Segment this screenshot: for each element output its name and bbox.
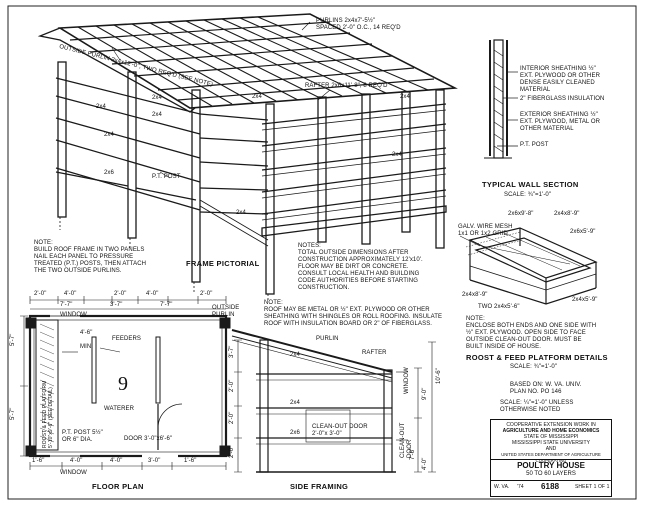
side-dim-right-1: 9'-0" xyxy=(422,387,428,400)
pictorial-2x4-label-6: 2x4 xyxy=(104,132,114,138)
wall-section-title: TYPICAL WALL SECTION xyxy=(482,180,579,189)
waterer-label: WATERER xyxy=(104,406,135,412)
floor-post-label: P.T. POST 5½" OR 6" DIA. xyxy=(62,430,103,443)
roost-note: NOTE: ENCLOSE BOTH ENDS AND ONE SIDE WIT… xyxy=(466,316,597,350)
plan-source: BASED ON: W. VA. UNIV. PLAN NO. PO 146 xyxy=(510,382,582,395)
title-block-subtitle: 50 TO 60 LAYERS xyxy=(526,471,576,477)
roost-label-b: 2x4x8'-9" xyxy=(554,211,580,217)
door-label: DOOR 3'-0"x6'-6" xyxy=(124,436,173,442)
floor-dim-bottom-1: 1'-6" xyxy=(32,458,45,464)
floor-dim-top-2: 4'-0" xyxy=(64,291,77,297)
roost-details-title: ROOST & FEED PLATFORM DETAILS xyxy=(466,353,608,362)
wall-post-label: P.T. POST xyxy=(520,142,549,148)
roost-label-f: TWO 2x4x5'-6" xyxy=(478,304,520,310)
pictorial-post-label: P.T. POST xyxy=(152,174,181,180)
side-window-label: WINDOW xyxy=(404,367,410,394)
side-rafter-label: RAFTER xyxy=(362,350,387,356)
floor-dim-bottom-3: 4'-0" xyxy=(110,458,123,464)
side-dim-left-1: 3'-7" xyxy=(229,345,235,358)
roof-frame-note: NOTE: BUILD ROOF FRAME IN TWO PANELS NAI… xyxy=(34,240,147,274)
title-block-state: W. VA. xyxy=(494,484,510,490)
insulation-label: 2" FIBERGLASS INSULATION xyxy=(520,96,605,102)
roost-platform-drawing xyxy=(465,227,598,305)
floor-dim-bottom-5: 1'-6" xyxy=(184,458,197,464)
side-framing-drawing xyxy=(231,329,436,473)
roost-platform-label: ROOST & FEED PLATFORM 5'-10"x9'-6" (SEE … xyxy=(42,380,54,448)
side-purlin-label: PURLIN xyxy=(316,336,339,342)
title-block-plan-number: 6188 xyxy=(541,482,560,491)
wall-section-scale: SCALE: ¾"=1'-0" xyxy=(504,192,552,198)
title-block-line-6: UNITED STATES DEPARTMENT OF AGRICULTURE … xyxy=(501,452,601,463)
floor-dim-top-4: 4'-0" xyxy=(146,291,159,297)
pictorial-2x6-label: 2x6 xyxy=(104,170,114,176)
floor-dim-bottom-2: 4'-0" xyxy=(70,458,83,464)
side-dim-left-2: 2'-0" xyxy=(229,379,235,392)
floor-plan-drawing xyxy=(20,296,231,470)
floor-dim-bottom-4: 3'-0" xyxy=(148,458,161,464)
title-block-title: POULTRY HOUSE xyxy=(517,461,585,470)
pictorial-2x4-label-2: 2x4 xyxy=(152,95,162,101)
pictorial-2x4-label-8: 2x4 xyxy=(236,210,246,216)
roost-label-c: 2x6x5'-9" xyxy=(570,229,596,235)
floor-dim-top-1: 2'-0" xyxy=(34,291,47,297)
dimensions-note: NOTES: TOTAL OUTSIDE DIMENSIONS AFTER CO… xyxy=(298,243,423,291)
title-block-divider-1 xyxy=(491,459,611,460)
title-block-line-4: MISSISSIPPI STATE UNIVERSITY xyxy=(512,440,590,446)
title-block-line-3: STATE OF MISSISSIPPI xyxy=(523,434,579,440)
pictorial-2x4-label-4: 2x4 xyxy=(400,94,410,100)
pictorial-2x4-label-3: 2x4 xyxy=(252,94,262,100)
title-block-year: '74 xyxy=(517,484,524,490)
scale-note: SCALE: ¼"=1'-0" UNLESS OTHERWISE NOTED xyxy=(500,400,574,413)
title-block-sheet: SHEET 1 OF 1 xyxy=(575,484,610,490)
floor-dim-mid-2: 3'-7" xyxy=(110,302,123,308)
roost-scale: SCALE: ¾"=1'-0" xyxy=(510,364,558,370)
floor-dim-top-3: 2'-0" xyxy=(114,291,127,297)
floor-dim-left-2: 5'-7" xyxy=(10,407,16,420)
side-dim-left-4: 2'-0" xyxy=(229,445,235,458)
dim-4-6-label: 4'-6" xyxy=(80,330,93,336)
exterior-sheathing-label: EXTERIOR SHEATHING ½" EXT. PLYWOOD, META… xyxy=(520,112,601,132)
feeders-label: FEEDERS xyxy=(112,336,142,342)
waterer-symbol: 9 xyxy=(118,373,128,395)
side-dim-left-3: 2'-0" xyxy=(229,411,235,424)
pictorial-2x4-label-5: 2x4 xyxy=(152,112,162,118)
purlins-label: PURLINS 2x4x7'-5½" SPACED 2'-0" O.C., 14… xyxy=(316,18,401,31)
side-dim-right-3: 10'-6" xyxy=(436,368,442,384)
roof-material-note: NOTE: ROOF MAY BE METAL OR ½" EXT. PLYWO… xyxy=(264,300,443,327)
wall-section-drawing xyxy=(484,39,518,159)
floor-dim-top-5: 2'-0" xyxy=(200,291,213,297)
roost-label-e: 2x4x5'-9" xyxy=(572,297,598,303)
side-framing-title: SIDE FRAMING xyxy=(290,482,349,491)
window-bottom-label: WINDOW xyxy=(60,470,87,476)
title-block: COOPERATIVE EXTENSION WORK IN AGRICULTUR… xyxy=(490,419,612,497)
title-block-divider-2 xyxy=(491,480,611,481)
min-label: MIN. xyxy=(80,344,94,350)
title-block-line-1: COOPERATIVE EXTENSION WORK IN xyxy=(506,422,596,428)
side-dim-right-2: 7'-6" xyxy=(410,447,416,460)
leader-lines xyxy=(62,21,481,353)
floor-dim-mid-1: 7'-7" xyxy=(60,302,73,308)
side-2x6-label: 2x6 xyxy=(290,430,300,436)
floor-plan-title: FLOOR PLAN xyxy=(92,482,144,491)
title-block-line-2: AGRICULTURE AND HOME ECONOMICS xyxy=(502,428,600,434)
side-2x4-label-2: 2x4 xyxy=(290,400,300,406)
clean-out-door-label: CLEAN-OUT DOOR 2'-0"x 3'-0" xyxy=(312,424,368,437)
side-dim-right-4: 4'-0" xyxy=(422,457,428,470)
frame-pictorial-title: FRAME PICTORIAL xyxy=(186,259,260,268)
window-top-label: WINDOW xyxy=(60,312,87,318)
rafter-label: RAFTER 2x6x11'-8", 8 REQ'D xyxy=(305,83,388,89)
pictorial-2x4-label-1: 2x4 xyxy=(96,104,106,110)
pictorial-2x4-label-7: 2x4 xyxy=(392,152,402,158)
side-outside-purlin-label: OUTSIDE PURLIN xyxy=(212,305,240,318)
frame-pictorial-drawing xyxy=(37,13,458,300)
interior-sheathing-label: INTERIOR SHEATHING ½" EXT. PLYWOOD OR OT… xyxy=(520,66,600,93)
floor-dim-mid-3: 7'-7" xyxy=(160,302,173,308)
floor-dim-left-1: 5'-7" xyxy=(10,333,16,346)
title-block-line-5: AND xyxy=(545,446,557,452)
wire-mesh-label: GALV. WIRE MESH 1x1 OR 1x2 GRID xyxy=(458,224,513,237)
side-2x4-label-1: 2x4 xyxy=(290,352,300,358)
roost-label-a: 2x6x9'-8" xyxy=(508,211,534,217)
roost-label-d: 2x4x8'-9" xyxy=(462,292,488,298)
